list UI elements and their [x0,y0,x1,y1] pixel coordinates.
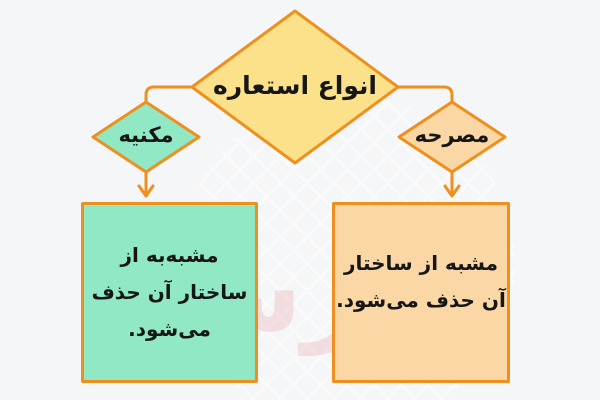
left-arrowhead-icon [137,184,155,198]
left-result-box: مشبه‌به از ساختار آن حذف می‌شود. [81,202,258,383]
right-result-box: مشبه از ساختار آن حذف می‌شود. [332,202,510,383]
right-branch-label: مصرحه [414,123,490,147]
root-diamond [190,9,400,165]
right-arrowhead-icon [443,184,461,198]
root-node-label: انواع استعاره [213,71,377,100]
connector-right [396,85,454,104]
connector-left [144,85,194,103]
left-branch-label: مکنیه [118,123,174,147]
